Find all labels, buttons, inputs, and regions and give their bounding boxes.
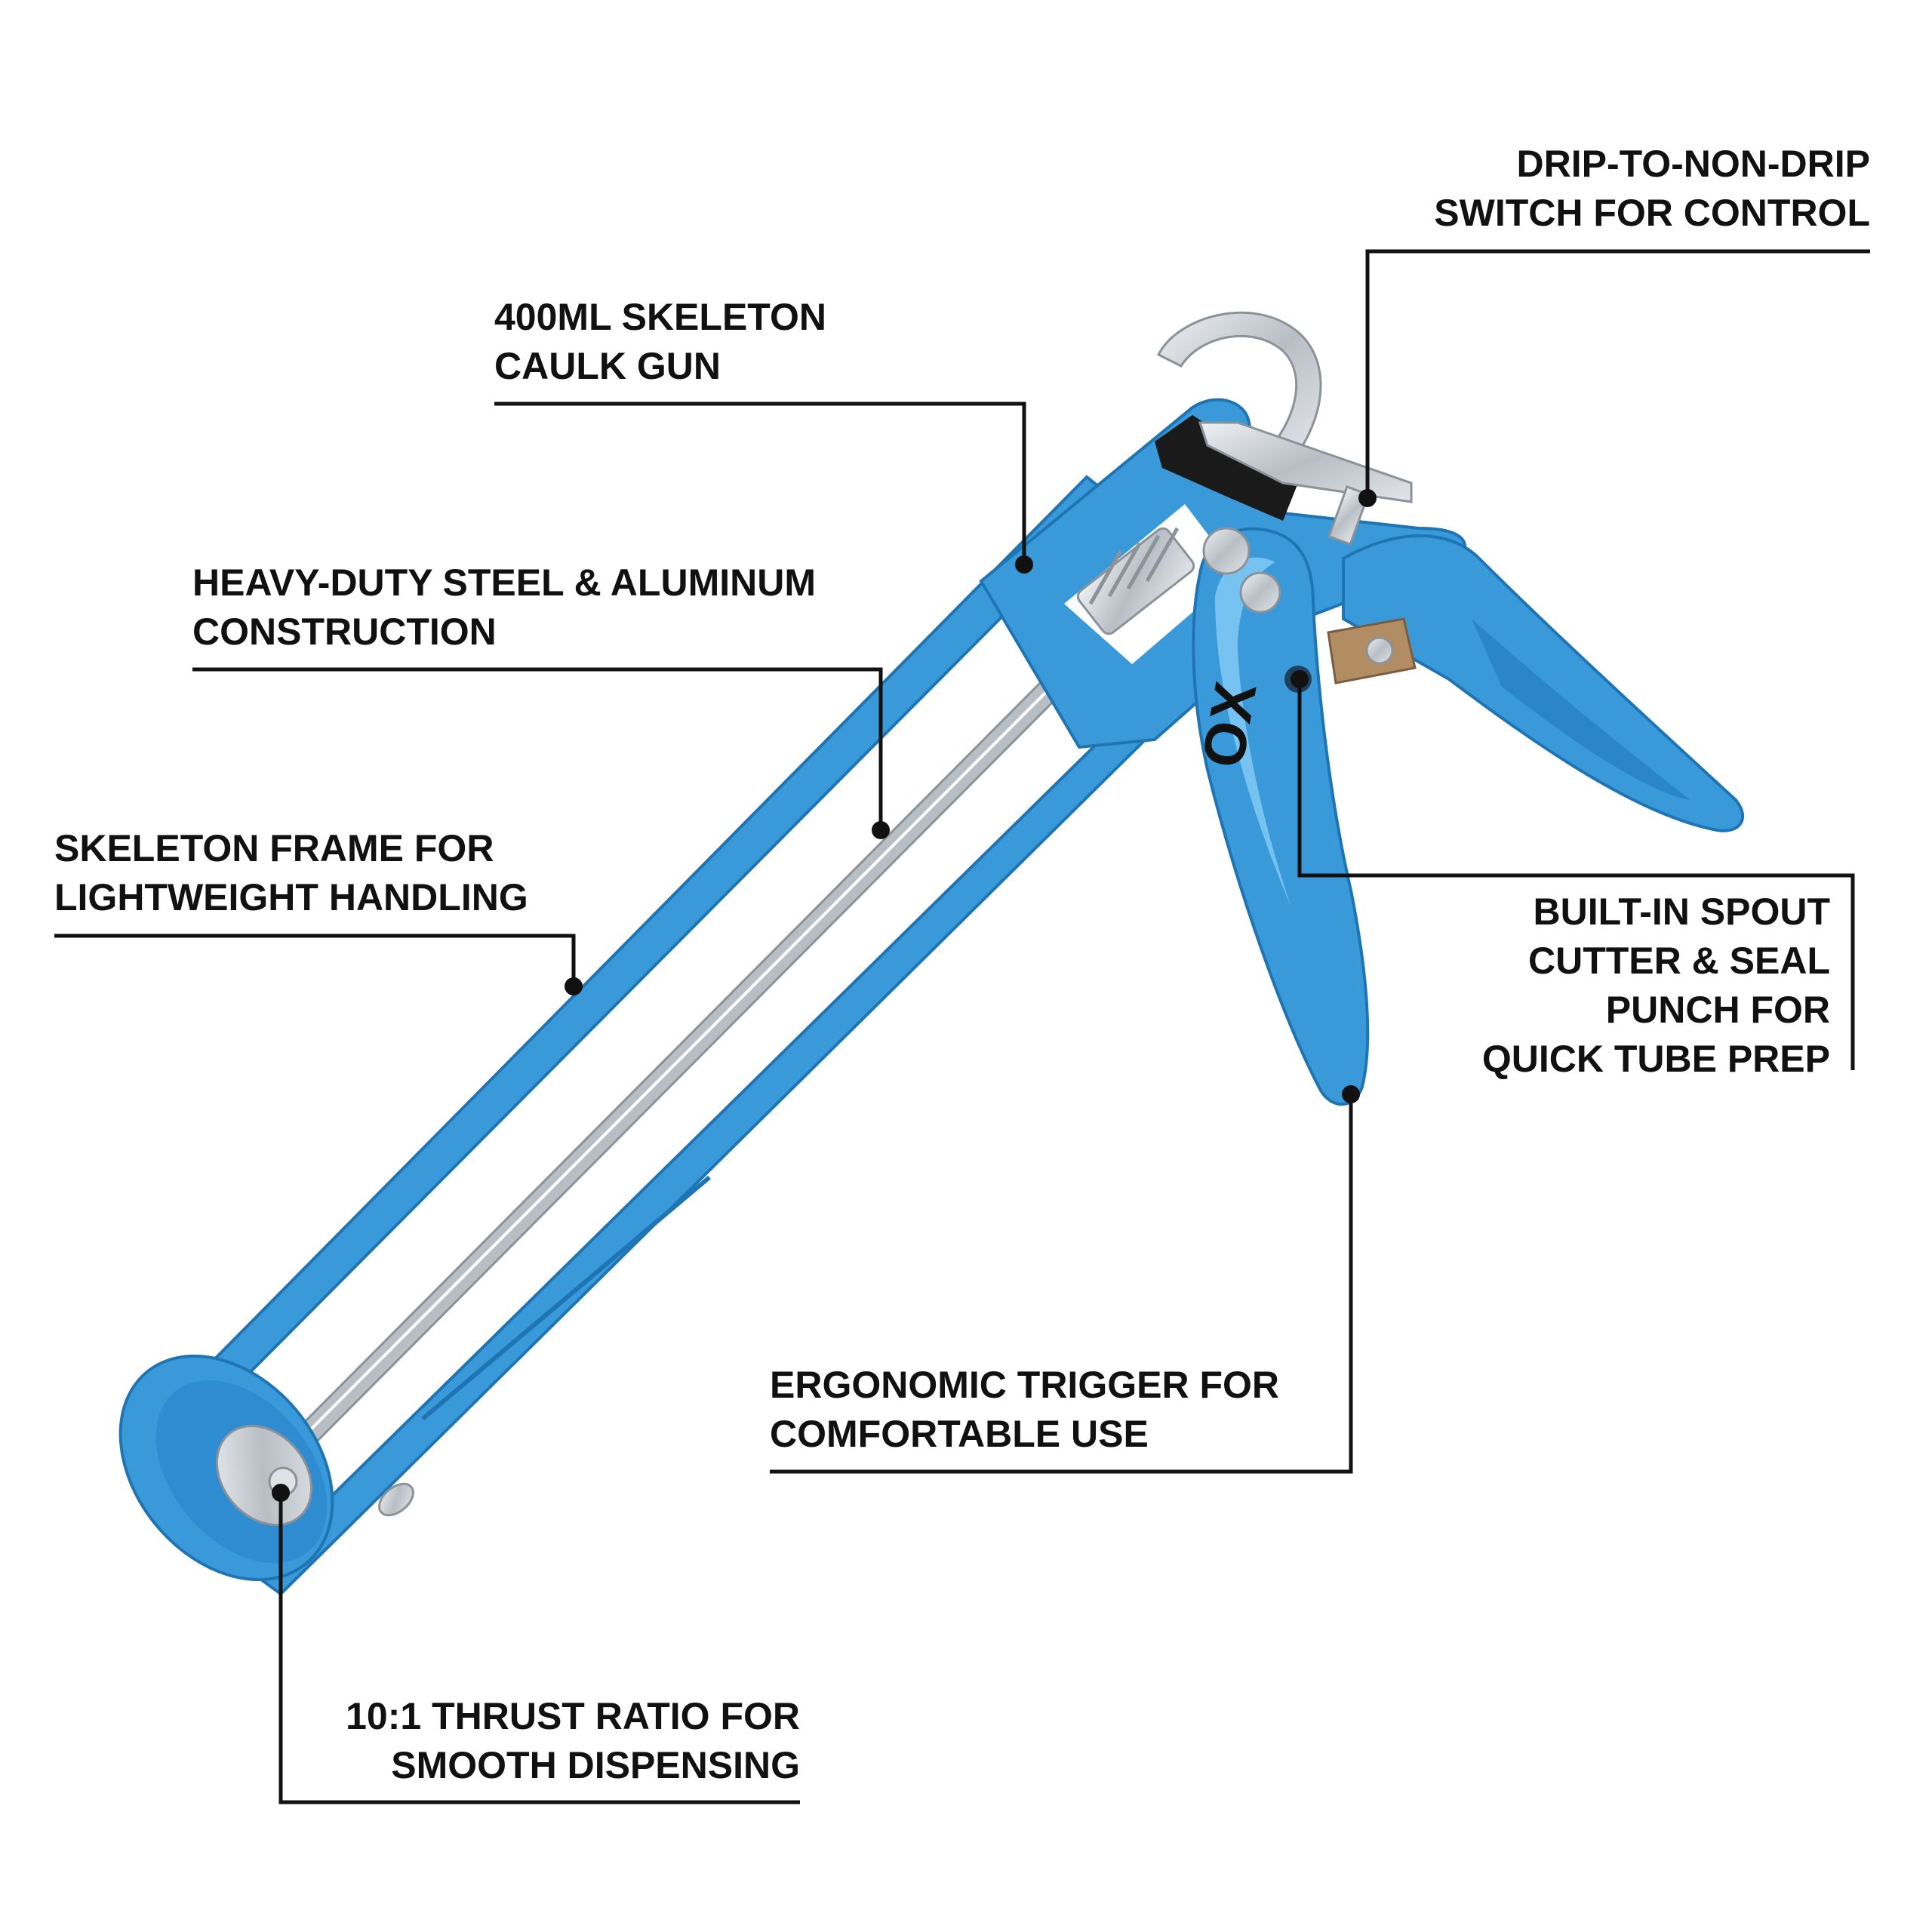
cutter-screw xyxy=(1365,636,1394,665)
dot-drip-switch xyxy=(1358,489,1377,507)
release-plate xyxy=(1198,421,1413,503)
callout-drip-switch: DRIP-TO-NON-DRIP SWITCH FOR CONTROL xyxy=(1434,140,1870,238)
callout-spout-cutter-line3: PUNCH FOR xyxy=(1605,989,1830,1031)
drip-switch xyxy=(1155,415,1413,521)
rail-rivet xyxy=(378,1482,414,1517)
callout-thrust-ratio-line2: SMOOTH DISPENSING xyxy=(391,1744,800,1786)
drip-switch-lever xyxy=(1155,415,1298,521)
leader-thrust-ratio xyxy=(278,1493,800,1804)
dot-caulk-gun xyxy=(1015,555,1033,574)
callout-frame-line2: LIGHTWEIGHT HANDLING xyxy=(54,876,528,918)
main-spring xyxy=(1076,527,1195,635)
leader-trigger xyxy=(770,1094,1353,1474)
leader-drip-switch xyxy=(1365,249,1870,498)
callout-drip-switch-line2: SWITCH FOR CONTROL xyxy=(1434,192,1870,234)
leader-dots xyxy=(272,489,1377,1502)
callout-spout-cutter-line1: BUILT-IN SPOUT xyxy=(1533,891,1830,933)
thrust-plate xyxy=(215,1424,313,1527)
plunger-rod-highlight xyxy=(279,674,1064,1461)
frame-rail-slot xyxy=(421,1175,711,1421)
dot-construction xyxy=(872,821,890,839)
callout-caulk-gun-line2: CAULK GUN xyxy=(494,345,721,387)
dot-spout-cutter xyxy=(1291,670,1309,688)
callout-caulk-gun: 400ML SKELETON CAULK GUN xyxy=(494,293,826,391)
callout-trigger-line1: ERGONOMIC TRIGGER FOR xyxy=(770,1364,1279,1406)
callout-thrust-ratio-line1: 10:1 THRUST RATIO FOR xyxy=(346,1695,800,1737)
callout-construction-line2: CONSTRUCTION xyxy=(192,611,497,653)
springs xyxy=(1076,485,1370,635)
trigger: OX xyxy=(1189,527,1370,1106)
end-cap xyxy=(118,1354,414,1582)
trigger-pivot-bolt-1 xyxy=(1202,527,1251,575)
callout-caulk-gun-line1: 400ML SKELETON xyxy=(494,296,826,338)
callout-thrust-ratio: 10:1 THRUST RATIO FOR SMOOTH DISPENSING xyxy=(346,1692,800,1790)
callout-drip-switch-line1: DRIP-TO-NON-DRIP xyxy=(1516,143,1870,185)
leader-spout-cutter xyxy=(1297,679,1855,1070)
dot-thrust-ratio xyxy=(272,1484,290,1502)
leader-lines xyxy=(54,249,1870,1804)
callout-frame-line1: SKELETON FRAME FOR xyxy=(54,827,494,869)
ox-logo-icon: OX xyxy=(1189,677,1269,772)
callout-trigger: ERGONOMIC TRIGGER FOR COMFORTABLE USE xyxy=(770,1361,1279,1459)
callout-spout-cutter-line2: CUTTER & SEAL xyxy=(1528,940,1830,982)
callout-frame: SKELETON FRAME FOR LIGHTWEIGHT HANDLING xyxy=(54,824,528,922)
spout-cutter xyxy=(1327,617,1417,685)
leader-frame xyxy=(54,934,576,986)
trigger-pivot-bolt-2 xyxy=(1239,571,1281,614)
callout-spout-cutter-line4: QUICK TUBE PREP xyxy=(1481,1038,1830,1080)
leader-caulk-gun xyxy=(494,401,1026,565)
dot-trigger xyxy=(1342,1085,1360,1103)
callout-construction: HEAVY-DUTY STEEL & ALUMINUM CONSTRUCTION xyxy=(192,558,816,657)
leader-construction xyxy=(192,667,883,830)
trigger-highlight xyxy=(1215,557,1291,906)
ox-logo-text: OX xyxy=(1189,677,1269,772)
callout-construction-line1: HEAVY-DUTY STEEL & ALUMINUM xyxy=(192,561,816,604)
release-spring xyxy=(1327,485,1370,546)
plunger-rod xyxy=(269,666,1074,1472)
callout-trigger-line2: COMFORTABLE USE xyxy=(770,1413,1149,1455)
callout-spout-cutter: BUILT-IN SPOUT CUTTER & SEAL PUNCH FOR Q… xyxy=(1482,888,1830,1084)
dot-frame xyxy=(565,977,583,995)
